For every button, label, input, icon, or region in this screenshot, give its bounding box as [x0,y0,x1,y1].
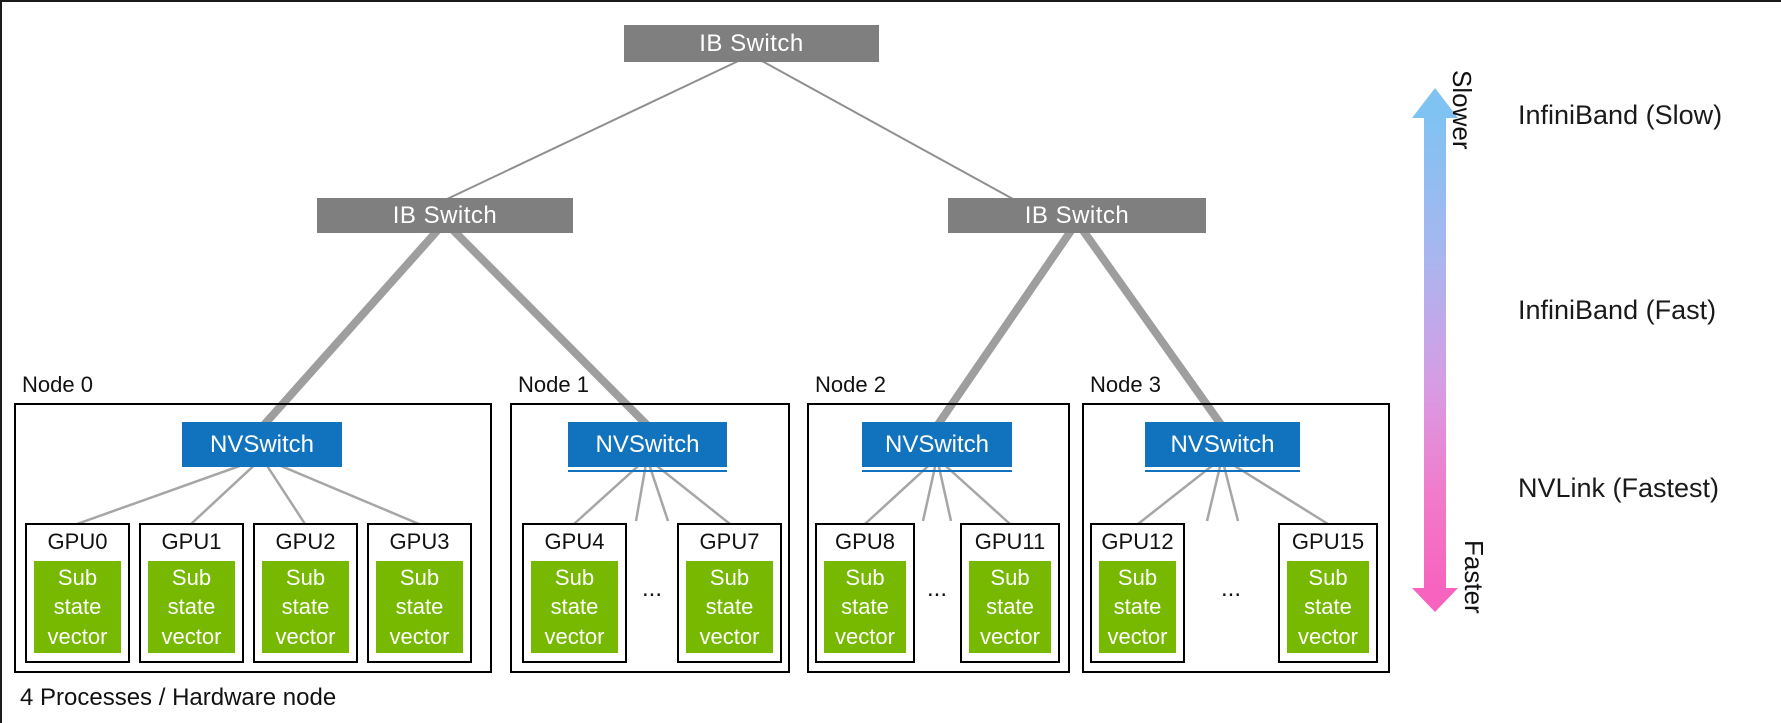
node-1-box: Node 1 NVSwitch GPU4 Sub state vector ..… [510,372,790,673]
node-3-nvswitch-underline [1145,470,1300,472]
node-2-nvswitch-label: NVSwitch [884,430,990,458]
gpu-2-box: GPU2 Sub state vector [253,523,358,663]
gpu-11-box: GPU11 Sub state vector [960,523,1060,663]
gpu-2-label: GPU2 [275,529,336,554]
gpu-0-sub-state-vector: Sub state vector [34,561,121,653]
node-3-gpu-ellipsis: ... [1220,575,1241,602]
gpu-15-box: GPU15 Sub state vector [1278,523,1378,663]
node-2-label: Node 2 [815,372,886,397]
gpu-1-sub-state-vector: Sub state vector [148,561,235,653]
gpu-0-box: GPU0 Sub state vector [25,523,130,663]
gpu-3-sub-state-vector: Sub state vector [376,561,463,653]
node-2-gpu-ellipsis: ... [926,575,947,602]
node-1-label: Node 1 [518,372,589,397]
node-1-nvswitch: NVSwitch [568,422,727,467]
slower-label: Slower [1447,70,1477,150]
gpu-1-label: GPU1 [161,529,222,554]
gpu-15-sub-state-vector: Sub state vector [1287,561,1369,653]
gpu-4-box: GPU4 Sub state vector [522,523,627,663]
gpu-11-label: GPU11 [974,529,1046,554]
ib-switch-right: IB Switch [948,198,1206,233]
node-3-nvswitch: NVSwitch [1145,422,1300,467]
gpu-4-label: GPU4 [544,529,605,554]
ib-switch-left-label: IB Switch [392,201,498,229]
frame-top-border [0,0,1781,2]
node-0-nvswitch: NVSwitch [182,422,342,467]
node-1-gpu-ellipsis: ... [641,575,662,602]
speed-arrow-up-head [1412,88,1458,118]
gpu-12-label: GPU12 [1101,529,1174,554]
node-0-label: Node 0 [22,372,93,397]
node-3-nvswitch-label: NVSwitch [1170,430,1275,458]
tier-infiniband-fast-label: InfiniBand (Fast) [1518,295,1717,325]
ib-switch-root-label: IB Switch [699,29,804,57]
faster-label: Faster [1459,540,1489,614]
gpu-4-sub-state-vector: Sub state vector [531,561,618,653]
gpu-11-sub-state-vector: Sub state vector [969,561,1051,653]
frame-left-border [0,0,2,723]
gpu-12-box: GPU12 Sub state vector [1090,523,1185,663]
ib-switch-left: IB Switch [317,198,573,233]
gpu-3-box: GPU3 Sub state vector [367,523,472,663]
node-2-nvswitch: NVSwitch [862,422,1012,467]
gpu-8-label: GPU8 [835,529,895,554]
tier-nvlink-fastest-label: NVLink (Fastest) [1518,473,1720,503]
node-2-box: Node 2 NVSwitch GPU8 Sub state vector ..… [807,372,1070,673]
ib-switch-root: IB Switch [624,25,879,62]
speed-gradient-arrow [1424,114,1446,590]
gpu-3-label: GPU3 [389,529,450,554]
processes-caption: 4 Processes / Hardware node [20,684,337,711]
speed-arrow-down-head [1412,588,1458,612]
node-3-box: Node 3 NVSwitch GPU12 Sub state vector .… [1082,372,1390,673]
gpu-1-box: GPU1 Sub state vector [139,523,244,663]
ib-switch-right-label: IB Switch [1024,201,1130,229]
node-0-box: Node 0 NVSwitch GPU0 Sub state vector GP… [14,372,492,673]
gpu-7-box: GPU7 Sub state vector [677,523,782,663]
gpu-8-box: GPU8 Sub state vector [815,523,915,663]
node-0-nvswitch-label: NVSwitch [209,430,315,458]
gpu-7-label: GPU7 [699,529,760,554]
node-1-nvswitch-label: NVSwitch [595,430,700,458]
gpu-8-sub-state-vector: Sub state vector [824,561,906,653]
gpu-15-label: GPU15 [1291,529,1365,554]
node-3-label: Node 3 [1090,372,1161,397]
node-1-nvswitch-underline [568,470,727,472]
gpu-0-label: GPU0 [47,529,108,554]
gpu-7-sub-state-vector: Sub state vector [686,561,773,653]
gpu-2-sub-state-vector: Sub state vector [262,561,349,653]
tier-infiniband-slow-label: InfiniBand (Slow) [1518,100,1723,130]
node-2-nvswitch-underline [862,470,1012,472]
gpu-12-sub-state-vector: Sub state vector [1099,561,1176,653]
